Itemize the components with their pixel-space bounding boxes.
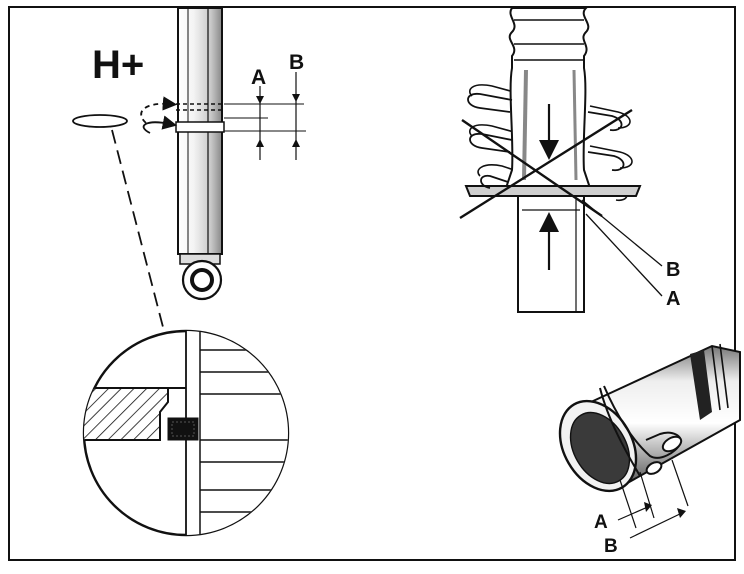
- rubber-boot: [504, 7, 592, 189]
- dim-label-b-top: B: [289, 51, 304, 74]
- label-a-right: A: [666, 288, 680, 310]
- title-label: H+: [92, 43, 144, 87]
- outer-frame: [8, 6, 736, 561]
- dim-label-a-top: A: [251, 66, 266, 89]
- ring-groove: [175, 121, 225, 133]
- loose-ring: [72, 114, 128, 128]
- label-a-bottom: A: [594, 512, 608, 533]
- leader-line: [111, 129, 187, 417]
- boot-spring-figure: B A: [459, 7, 680, 313]
- label-b-right: B: [666, 259, 680, 281]
- cross-mark: [461, 119, 603, 217]
- tube-clip-figure: A B: [558, 343, 741, 557]
- detail-magnifier: [82, 329, 290, 537]
- seal-ring: [167, 417, 199, 441]
- wire-clip: [599, 385, 682, 477]
- shock-absorber-figure: H+ A B: [72, 7, 306, 417]
- label-b-bottom: B: [604, 536, 618, 557]
